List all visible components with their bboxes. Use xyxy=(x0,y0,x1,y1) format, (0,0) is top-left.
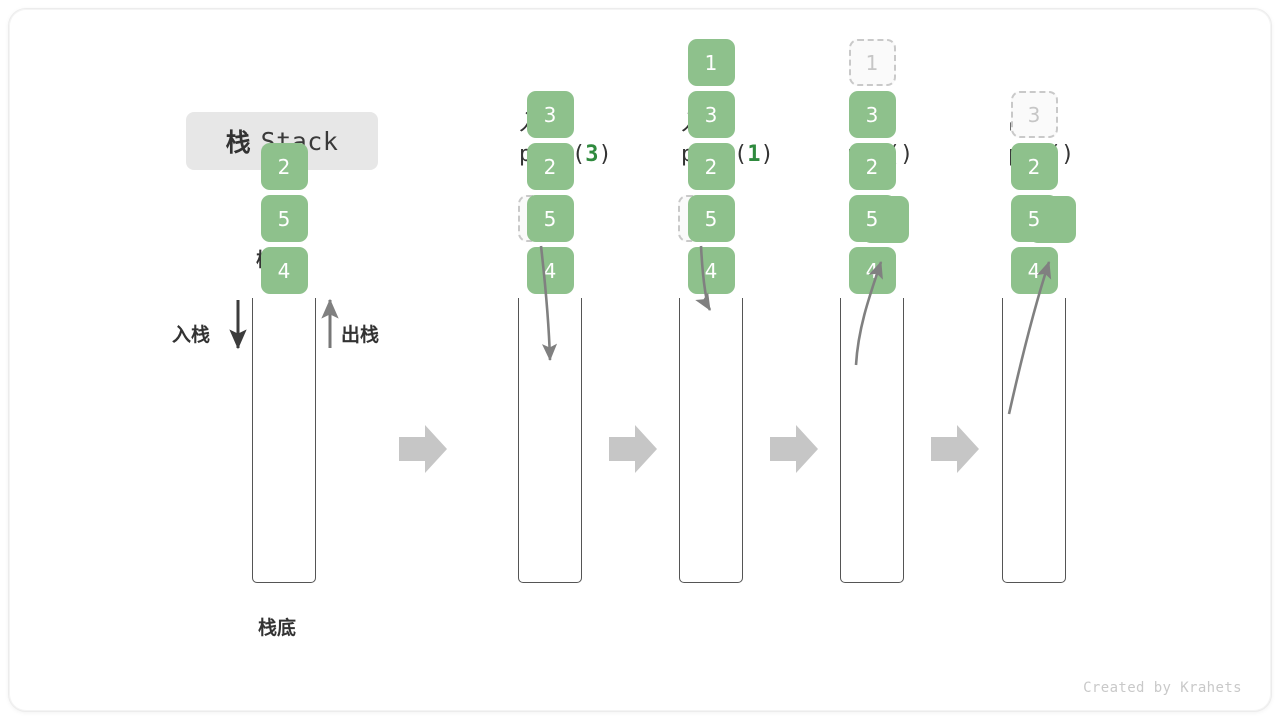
label-push-direction: 入栈 xyxy=(172,324,211,346)
push-argument: 1 xyxy=(747,142,761,168)
stack-cell: 5 xyxy=(687,195,735,242)
stack-cell: 4 xyxy=(260,247,308,294)
stack-container xyxy=(1002,298,1066,583)
stack-cells: 4 5 2 3 1 xyxy=(840,34,904,294)
stack-cell: 4 xyxy=(526,247,574,294)
stack-cell: 5 xyxy=(260,195,308,242)
stack-cells: 4 5 2 3 xyxy=(518,86,582,294)
stack-cell: 2 xyxy=(260,143,308,190)
stack-container xyxy=(252,298,316,583)
stack-container xyxy=(679,298,743,583)
stack-cell-removed: 1 xyxy=(848,39,896,86)
page-title-cn: 栈 xyxy=(225,128,251,157)
stack-cell: 2 xyxy=(687,143,735,190)
stack-cell: 4 xyxy=(1010,247,1058,294)
label-pop-direction: 出栈 xyxy=(341,324,380,346)
stack-cell: 1 xyxy=(687,39,735,86)
push-argument: 3 xyxy=(585,142,599,168)
stack-cells: 4 5 2 3 xyxy=(1002,86,1066,294)
stack-cell: 5 xyxy=(848,195,896,242)
footer-credit: Created by Krahets xyxy=(1083,680,1242,696)
stack-cell: 3 xyxy=(687,91,735,138)
stack-cell: 2 xyxy=(848,143,896,190)
stack-cells: 4 5 2 xyxy=(252,138,316,294)
stack-container xyxy=(840,298,904,583)
label-stack-bottom: 栈底 xyxy=(258,617,297,639)
stack-cell: 3 xyxy=(526,91,574,138)
stack-cell: 3 xyxy=(848,91,896,138)
stack-cell: 5 xyxy=(1010,195,1058,242)
stack-cell-removed: 3 xyxy=(1010,91,1058,138)
stack-cell: 5 xyxy=(526,195,574,242)
stack-cell: 4 xyxy=(687,247,735,294)
stack-cell: 2 xyxy=(526,143,574,190)
stack-cells: 4 5 2 3 1 xyxy=(679,34,743,294)
stack-container xyxy=(518,298,582,583)
stack-cell: 2 xyxy=(1010,143,1058,190)
stack-cell: 4 xyxy=(848,247,896,294)
